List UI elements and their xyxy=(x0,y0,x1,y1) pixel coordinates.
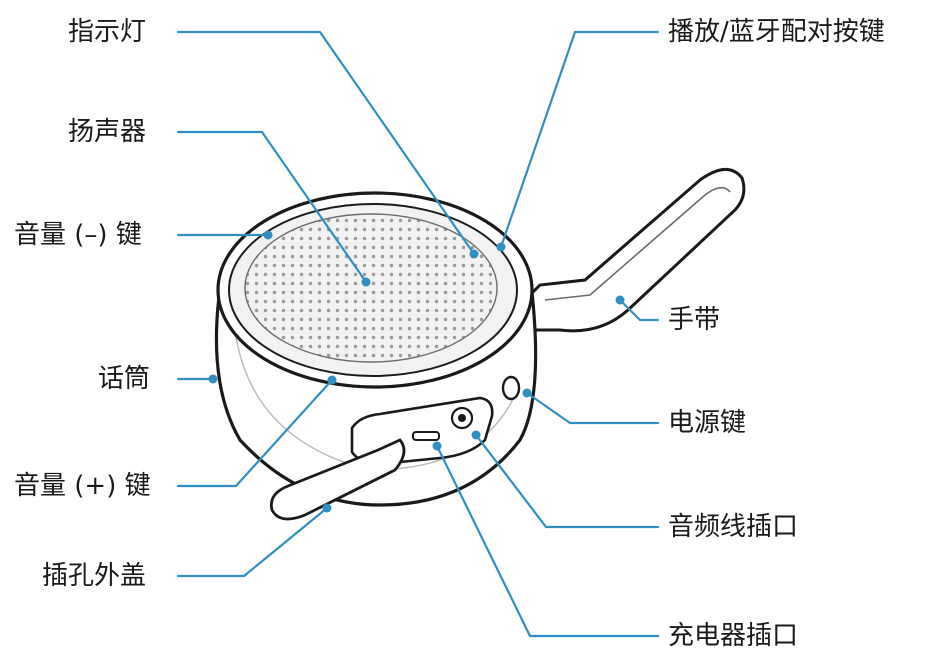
marker-speaker xyxy=(361,277,371,287)
label-strap: 手带 xyxy=(668,305,721,335)
marker-volume-up xyxy=(327,375,337,385)
label-charger-port: 充电器插口 xyxy=(668,621,799,651)
marker-power-key xyxy=(522,388,532,398)
label-indicator-light: 指示灯 xyxy=(68,17,147,47)
leader-lines xyxy=(176,30,660,638)
leader-strap xyxy=(618,298,660,322)
label-power-key: 电源键 xyxy=(668,408,747,438)
marker-port-cover xyxy=(322,503,332,513)
leader-volume-up xyxy=(176,378,334,488)
marker-strap xyxy=(615,295,625,305)
leader-port-cover xyxy=(176,506,329,578)
label-microphone: 话筒 xyxy=(98,364,151,394)
label-audio-cable-port: 音频线插口 xyxy=(668,512,799,542)
label-port-cover: 插孔外盖 xyxy=(42,561,147,591)
marker-indicator-light xyxy=(469,249,479,259)
leader-power-key xyxy=(525,391,660,425)
leader-charger-port xyxy=(435,444,660,638)
leader-audio-port xyxy=(474,433,660,529)
leader-play-pairing xyxy=(499,30,660,249)
label-volume-up-key: 音量 (+) 键 xyxy=(14,471,151,501)
strap-drawing xyxy=(518,168,746,333)
leader-speaker xyxy=(176,130,368,284)
marker-volume-down xyxy=(263,230,273,240)
marker-play-pairing xyxy=(496,242,506,252)
leader-indicator-light xyxy=(176,30,476,256)
label-play-pairing-key: 播放/蓝牙配对按键 xyxy=(668,17,885,47)
label-volume-down-key: 音量 (–) 键 xyxy=(14,220,142,250)
label-speaker: 扬声器 xyxy=(68,117,147,147)
marker-microphone xyxy=(208,374,218,384)
port-cover-drawing xyxy=(269,375,521,521)
marker-audio-port xyxy=(471,430,481,440)
marker-charger-port xyxy=(432,441,442,451)
